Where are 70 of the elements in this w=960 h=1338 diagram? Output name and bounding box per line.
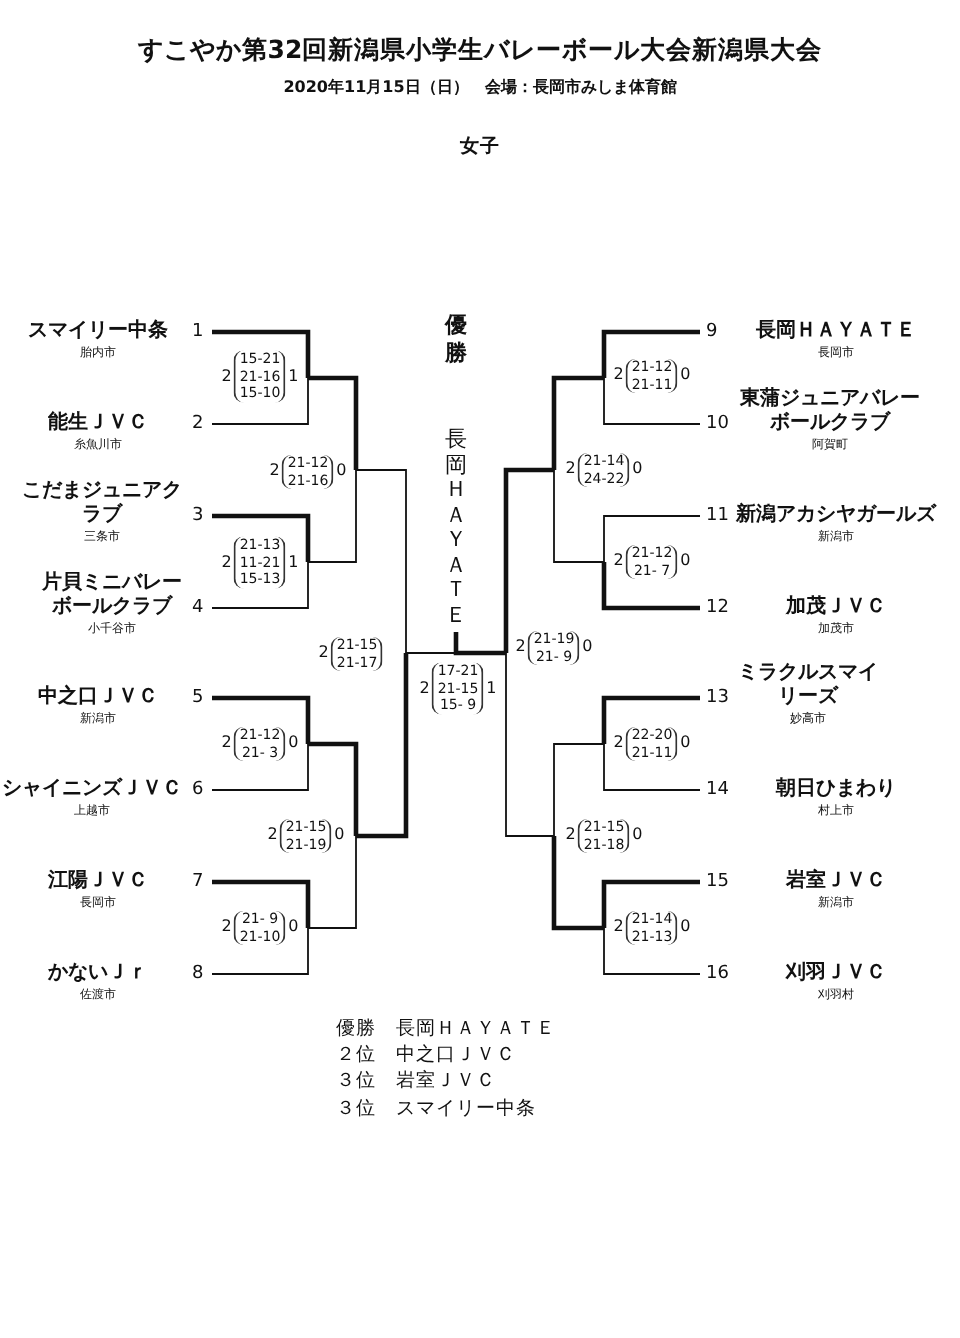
- subtitle: 2020年11月15日（日） 会場：長岡市みしま体育館: [281, 76, 679, 98]
- seed-number: 16: [706, 964, 729, 984]
- match-score: 2: [221, 553, 232, 571]
- match-score: 2: [515, 639, 526, 657]
- match-score: 0: [288, 735, 299, 753]
- seed-number: 5: [192, 688, 204, 708]
- seed-number: 11: [706, 506, 729, 526]
- seed-number: 12: [706, 598, 729, 618]
- match-score: 0: [288, 919, 299, 937]
- team-name: 東蒲ジュニアバレーボールクラブ: [738, 388, 922, 436]
- match-score: 2: [221, 735, 232, 753]
- match-score: 2: [267, 827, 278, 845]
- team-name: かないＪｒ: [46, 962, 150, 986]
- seed-number: 6: [192, 780, 204, 800]
- team-name: 能生ＪＶＣ: [46, 412, 150, 436]
- match-score: 2: [269, 463, 280, 481]
- match-score: 2: [221, 367, 232, 385]
- team-name: 加茂ＪＶＣ: [784, 596, 888, 620]
- team-name: 朝日ひまわり: [773, 778, 898, 802]
- seed-number: 1: [192, 322, 204, 342]
- team-name: 刈羽ＪＶＣ: [783, 962, 888, 986]
- team-name: 岩室ＪＶＣ: [784, 870, 888, 894]
- seed-number: 3: [192, 506, 204, 526]
- match-score: 1: [288, 553, 299, 571]
- match-score: 2: [419, 679, 430, 697]
- team-name: こだまジュニアクラブ: [20, 480, 184, 528]
- team-name: 中之口ＪＶＣ: [36, 686, 160, 710]
- title: すこやか第32回新潟県小学生バレーボール大会新潟県大会: [135, 34, 825, 68]
- team-name: 長岡ＨＡＹＡＴＥ: [754, 320, 918, 344]
- match-score: 0: [334, 827, 345, 845]
- match-score: 1: [288, 367, 299, 385]
- team-name: シャイニンズＪＶＣ: [0, 778, 184, 802]
- seed-number: 15: [706, 872, 729, 892]
- seed-number: 8: [192, 964, 204, 984]
- match-score: 0: [680, 367, 691, 385]
- match-score: 2: [613, 919, 624, 937]
- team-name: 片貝ミニバレーボールクラブ: [40, 572, 184, 620]
- match-score: 2: [565, 461, 576, 479]
- result-line: ３位 スマイリー中条: [336, 1096, 536, 1122]
- team-name: スマイリー中条: [26, 320, 170, 344]
- result-line: ２位 中之口ＪＶＣ: [336, 1042, 516, 1068]
- match-score: 2: [221, 919, 232, 937]
- match-score: 0: [680, 735, 691, 753]
- result-line: ３位 岩室ＪＶＣ: [336, 1068, 496, 1094]
- team-name: 新潟アカシヤガールズ: [736, 504, 936, 528]
- section-heading: 女子: [458, 134, 502, 160]
- match-score: 0: [680, 553, 691, 571]
- champion-name: 長岡ＨＡＹＡＴＥ: [444, 428, 468, 628]
- seed-number: 9: [706, 322, 718, 342]
- match-score: 0: [680, 919, 691, 937]
- match-score: 2: [318, 645, 329, 663]
- seed-number: 14: [706, 780, 729, 800]
- result-line: 優勝 長岡ＨＡＹＡＴＥ: [336, 1016, 556, 1042]
- match-score: 2: [565, 827, 576, 845]
- match-score: 2: [613, 735, 624, 753]
- seed-number: 10: [706, 414, 729, 434]
- match-score: 0: [632, 461, 643, 479]
- team-name: ミラクルスマイリーズ: [736, 662, 880, 710]
- match-score: 0: [632, 827, 643, 845]
- seed-number: 2: [192, 414, 204, 434]
- match-score: 0: [336, 463, 347, 481]
- team-name: 江陽ＪＶＣ: [46, 870, 150, 894]
- champion-heading: 優勝: [444, 312, 468, 368]
- match-score: 1: [486, 679, 497, 697]
- match-score: 0: [582, 639, 593, 657]
- match-score: 2: [613, 367, 624, 385]
- seed-number: 7: [192, 872, 204, 892]
- seed-number: 4: [192, 598, 204, 618]
- match-score: 2: [613, 553, 624, 571]
- seed-number: 13: [706, 688, 729, 708]
